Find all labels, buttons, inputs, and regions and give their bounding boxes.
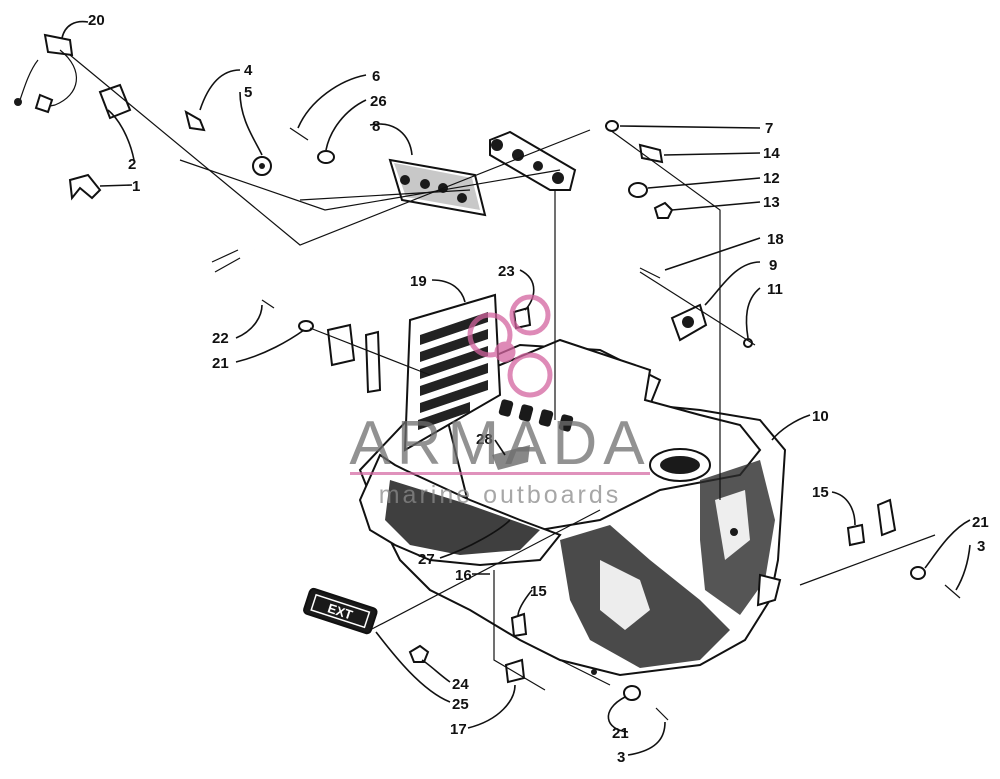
part-label-3-bottom: 3 xyxy=(617,749,625,766)
cable-harness xyxy=(98,83,272,273)
watermark-logo-icon xyxy=(467,294,553,398)
part-label-9: 9 xyxy=(769,257,777,274)
hood-body xyxy=(358,338,787,677)
louvered-panel xyxy=(403,293,502,452)
part-number-labels: 20 4 5 6 26 8 7 14 12 13 2 1 18 9 11 23 … xyxy=(88,12,989,766)
part-label-26: 26 xyxy=(370,93,387,110)
part-label-19: 19 xyxy=(410,273,427,290)
part-label-10: 10 xyxy=(812,408,829,425)
part-label-12: 12 xyxy=(763,170,780,187)
part-label-4: 4 xyxy=(244,62,253,79)
watermark-divider xyxy=(350,472,650,475)
part-label-18: 18 xyxy=(767,231,784,248)
part-label-27: 27 xyxy=(418,551,435,568)
part-label-21-right: 21 xyxy=(972,514,989,531)
part-label-23: 23 xyxy=(498,263,515,280)
assembly-lines xyxy=(69,54,936,691)
part-label-6: 6 xyxy=(372,68,380,85)
watermark: ARMADA marine outboards xyxy=(349,294,650,509)
badge-label: EXT xyxy=(326,600,355,622)
instrument-plate xyxy=(388,158,487,217)
part-label-28: 28 xyxy=(476,431,493,448)
hardware xyxy=(184,109,961,721)
callout-leaders xyxy=(61,20,971,756)
part-label-8: 8 xyxy=(372,118,380,135)
ext-badge: EXT xyxy=(303,587,378,635)
part-label-5: 5 xyxy=(244,84,252,101)
part-label-11: 11 xyxy=(767,281,783,298)
part-label-3-right: 3 xyxy=(977,538,985,555)
part-label-1: 1 xyxy=(132,178,140,195)
lever-part xyxy=(68,173,102,201)
part-label-21-left: 21 xyxy=(212,355,229,372)
part-label-20: 20 xyxy=(88,12,105,29)
watermark-title: ARMADA xyxy=(349,409,650,478)
bracket-plate xyxy=(489,130,577,191)
part-label-15-right: 15 xyxy=(812,484,829,501)
part-label-17: 17 xyxy=(450,721,467,738)
part-label-13: 13 xyxy=(763,194,780,211)
part-label-22: 22 xyxy=(212,330,229,347)
part-label-15-lower: 15 xyxy=(530,583,547,600)
dash-openings xyxy=(498,399,574,432)
part-label-2: 2 xyxy=(128,156,136,173)
part-label-24: 24 xyxy=(452,676,469,693)
watermark-subtitle: marine outboards xyxy=(379,481,622,509)
part-label-14: 14 xyxy=(763,145,780,162)
key-switch xyxy=(14,33,77,114)
part-label-7: 7 xyxy=(765,120,773,137)
part-label-25: 25 xyxy=(452,696,469,713)
part-label-21-bottom: 21 xyxy=(612,725,629,742)
part-label-16: 16 xyxy=(455,567,472,584)
